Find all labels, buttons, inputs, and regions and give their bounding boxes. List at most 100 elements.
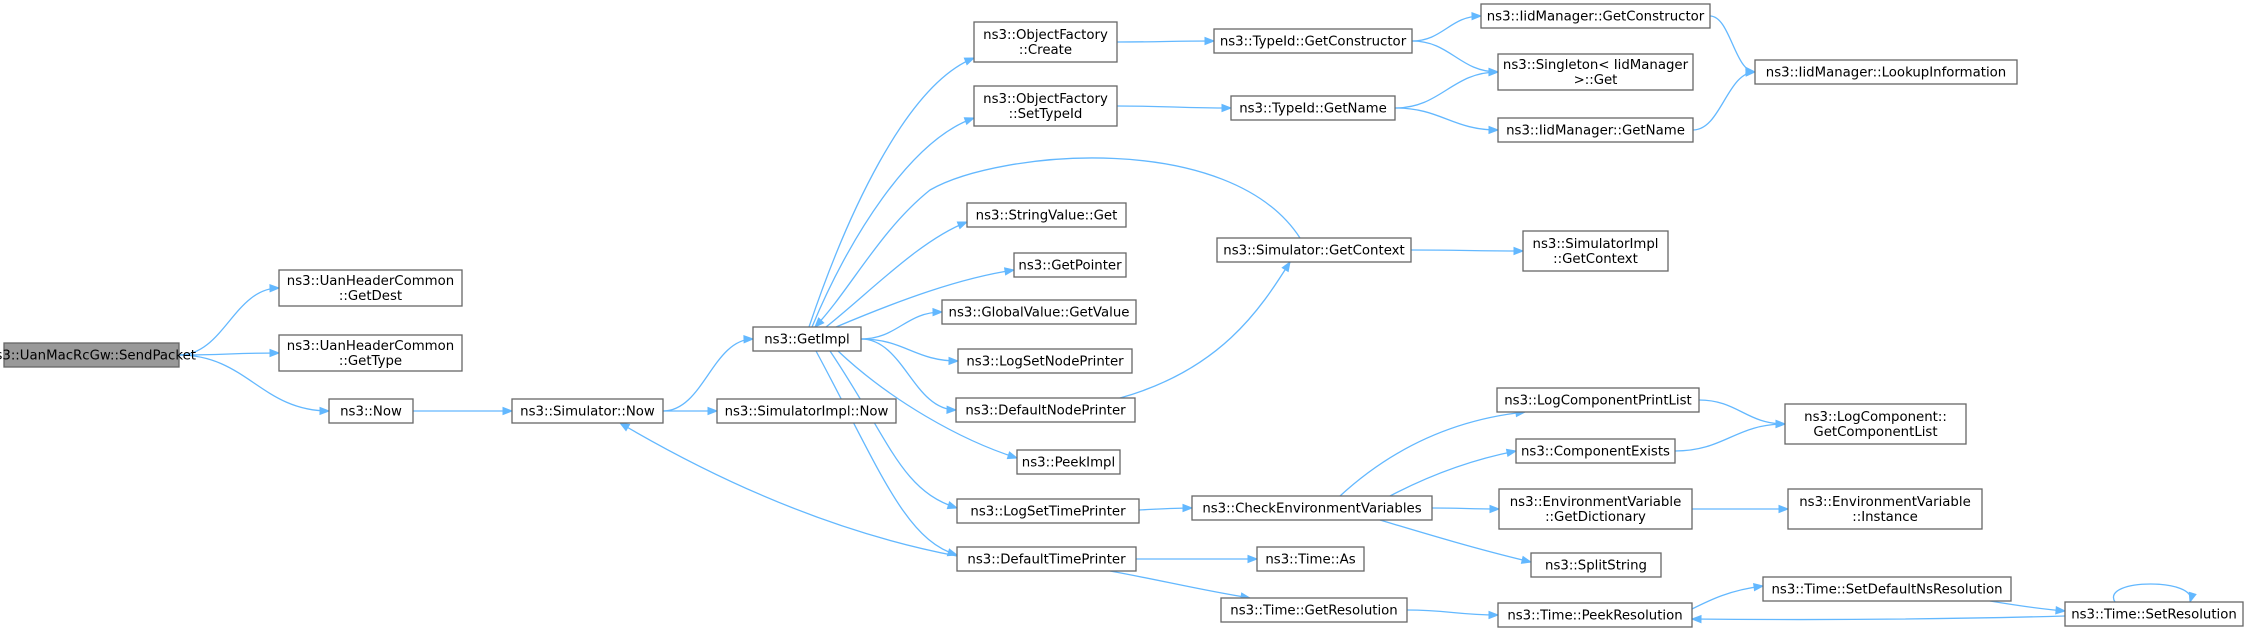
edge-arrowhead bbox=[1690, 614, 1702, 624]
node-simimplgetctx[interactable]: ns3::SimulatorImpl::GetContext bbox=[1522, 230, 1669, 272]
edge-iidgetname-to-iidlookup bbox=[1692, 71, 1756, 131]
node-box bbox=[1522, 230, 1669, 272]
edge-arrowhead bbox=[502, 406, 514, 416]
node-simnow[interactable]: ns3::Simulator::Now bbox=[511, 398, 664, 424]
node-splitstring[interactable]: ns3::SplitString bbox=[1530, 552, 1662, 578]
edge-root-to-getdest bbox=[178, 287, 280, 356]
edge-timegetres-to-timepeekres bbox=[1406, 609, 1499, 616]
node-label: ns3::SplitString bbox=[1545, 559, 1647, 574]
node-logcompprint[interactable]: ns3::LogComponentPrintList bbox=[1496, 387, 1700, 413]
node-label: ns3::TypeId::GetName bbox=[1239, 102, 1387, 117]
edge-arrowhead bbox=[1489, 504, 1501, 514]
node-gettype[interactable]: ns3::UanHeaderCommon::GetType bbox=[278, 334, 463, 372]
edge-iidgetctor-to-iidlookup bbox=[1709, 15, 1756, 73]
node-label: ns3::LogSetTimePrinter bbox=[970, 505, 1126, 520]
edge-defnode-to-simgetctx bbox=[1119, 261, 1291, 399]
node-envinstance[interactable]: ns3::EnvironmentVariable::Instance bbox=[1787, 488, 1983, 530]
node-peekimpl[interactable]: ns3::PeekImpl bbox=[1016, 449, 1121, 475]
node-tidgetctor[interactable]: ns3::TypeId::GetConstructor bbox=[1213, 28, 1413, 54]
node-simimplnow[interactable]: ns3::SimulatorImpl::Now bbox=[716, 398, 897, 424]
edge-arrowhead bbox=[1471, 11, 1483, 21]
edge-tidgetctor-to-singleton bbox=[1411, 40, 1499, 73]
edge-deftime-to-simnow bbox=[619, 422, 958, 557]
node-box bbox=[716, 398, 897, 424]
edge-simgetctx-to-getimpl bbox=[814, 157, 1301, 328]
node-box bbox=[1498, 488, 1693, 530]
node-label: ::GetType bbox=[339, 354, 402, 369]
node-logcompget[interactable]: ns3::LogComponent::GetComponentList bbox=[1784, 403, 1967, 445]
node-tidgetname[interactable]: ns3::TypeId::GetName bbox=[1230, 95, 1396, 121]
node-iidlookup[interactable]: ns3::IidManager::LookupInformation bbox=[1754, 59, 2018, 85]
node-label: ns3::Time::SetDefaultNsResolution bbox=[1771, 583, 2002, 598]
edge-getimpl-to-logsettime bbox=[829, 350, 958, 509]
edge-arrowhead bbox=[1281, 260, 1291, 273]
node-label: ns3::UanHeaderCommon bbox=[287, 274, 454, 289]
node-label: ns3::Time::SetResolution bbox=[2071, 608, 2237, 623]
edge-arrowhead bbox=[1003, 267, 1016, 276]
node-label: ::GetContext bbox=[1553, 252, 1638, 267]
node-box bbox=[1784, 403, 1967, 445]
node-getdest[interactable]: ns3::UanHeaderCommon::GetDest bbox=[278, 269, 463, 307]
node-box bbox=[328, 398, 414, 424]
node-simgetctx[interactable]: ns3::Simulator::GetContext bbox=[1216, 237, 1412, 263]
node-checkenv[interactable]: ns3::CheckEnvironmentVariables bbox=[1191, 495, 1433, 521]
edge-arrowhead bbox=[1745, 68, 1757, 77]
node-label: ::Create bbox=[1019, 43, 1072, 58]
node-ofsettypeid[interactable]: ns3::ObjectFactory::SetTypeId bbox=[973, 85, 1118, 127]
node-box bbox=[278, 334, 463, 372]
node-strget[interactable]: ns3::StringValue::Get bbox=[966, 202, 1127, 228]
node-iidgetname[interactable]: ns3::IidManager::GetName bbox=[1497, 117, 1694, 143]
node-getpointer[interactable]: ns3::GetPointer bbox=[1013, 252, 1127, 278]
node-box bbox=[1496, 387, 1700, 413]
node-label: >::Get bbox=[1574, 73, 1618, 88]
node-box bbox=[1530, 552, 1662, 578]
node-gvgetvalue[interactable]: ns3::GlobalValue::GetValue bbox=[941, 299, 1137, 325]
node-box bbox=[1013, 252, 1127, 278]
edge-arrowhead bbox=[2188, 591, 2197, 604]
edge-checkenv-to-compexists bbox=[1389, 450, 1517, 497]
edge-arrowhead bbox=[814, 317, 825, 329]
edge-timesetdefns-to-timesetres bbox=[1989, 600, 2066, 612]
node-box bbox=[1220, 597, 1408, 623]
edge-timesetres-to-timepeekres bbox=[1691, 615, 2066, 621]
node-defnode[interactable]: ns3::DefaultNodePrinter bbox=[955, 397, 1136, 423]
node-iidgetctor[interactable]: ns3::IidManager::GetConstructor bbox=[1480, 3, 1711, 29]
node-timeas[interactable]: ns3::Time::As bbox=[1256, 546, 1365, 572]
node-timegetres[interactable]: ns3::Time::GetResolution bbox=[1220, 597, 1408, 623]
node-label: ns3::LogComponentPrintList bbox=[1504, 394, 1692, 409]
node-now[interactable]: ns3::Now bbox=[328, 398, 414, 424]
edge-arrowhead bbox=[1488, 67, 1500, 77]
edge-arrowhead bbox=[1006, 451, 1019, 460]
edge-ofcreate-to-tidgetctor bbox=[1116, 40, 1215, 43]
edge-getimpl-to-ofsettypeid bbox=[811, 117, 975, 328]
node-envgetdict[interactable]: ns3::EnvironmentVariable::GetDictionary bbox=[1498, 488, 1693, 530]
node-compexists[interactable]: ns3::ComponentExists bbox=[1515, 438, 1676, 464]
root-node-root: ns3::UanMacRcGw::SendPacket bbox=[0, 342, 196, 368]
edge-tidgetname-to-iidgetname bbox=[1394, 107, 1499, 131]
node-timesetres[interactable]: ns3::Time::SetResolution bbox=[2064, 601, 2244, 627]
node-ofcreate[interactable]: ns3::ObjectFactory::Create bbox=[973, 21, 1118, 63]
edge-tidgetname-to-singleton bbox=[1394, 71, 1499, 109]
node-label: ns3::Singleton< IidManager bbox=[1503, 58, 1689, 73]
node-label: ::Instance bbox=[1852, 510, 1918, 525]
node-box bbox=[956, 546, 1137, 572]
node-logsetnode[interactable]: ns3::LogSetNodePrinter bbox=[957, 348, 1133, 374]
edge-getimpl-to-strget bbox=[825, 221, 968, 328]
edge-arrowhead bbox=[932, 307, 944, 317]
node-box bbox=[278, 269, 463, 307]
node-label: ns3::LogComponent:: bbox=[1804, 410, 1947, 425]
node-label: ns3::CheckEnvironmentVariables bbox=[1202, 502, 1421, 517]
node-logsettime[interactable]: ns3::LogSetTimePrinter bbox=[956, 498, 1140, 524]
node-timesetdefns[interactable]: ns3::Time::SetDefaultNsResolution bbox=[1762, 576, 2012, 602]
edge-arrowhead bbox=[707, 406, 719, 416]
edge-compexists-to-logcompget bbox=[1674, 423, 1786, 452]
edge-getimpl-to-peekimpl bbox=[837, 350, 1018, 459]
node-timepeekres[interactable]: ns3::Time::PeekResolution bbox=[1497, 602, 1693, 628]
node-deftime[interactable]: ns3::DefaultTimePrinter bbox=[956, 546, 1137, 572]
node-box bbox=[1754, 59, 2018, 85]
edge-simgetctx-to-simimplgetctx bbox=[1410, 249, 1524, 252]
node-singleton[interactable]: ns3::Singleton< IidManager >::Get bbox=[1497, 53, 1694, 91]
node-getimpl[interactable]: ns3::GetImpl bbox=[752, 326, 862, 352]
node-box bbox=[1191, 495, 1433, 521]
